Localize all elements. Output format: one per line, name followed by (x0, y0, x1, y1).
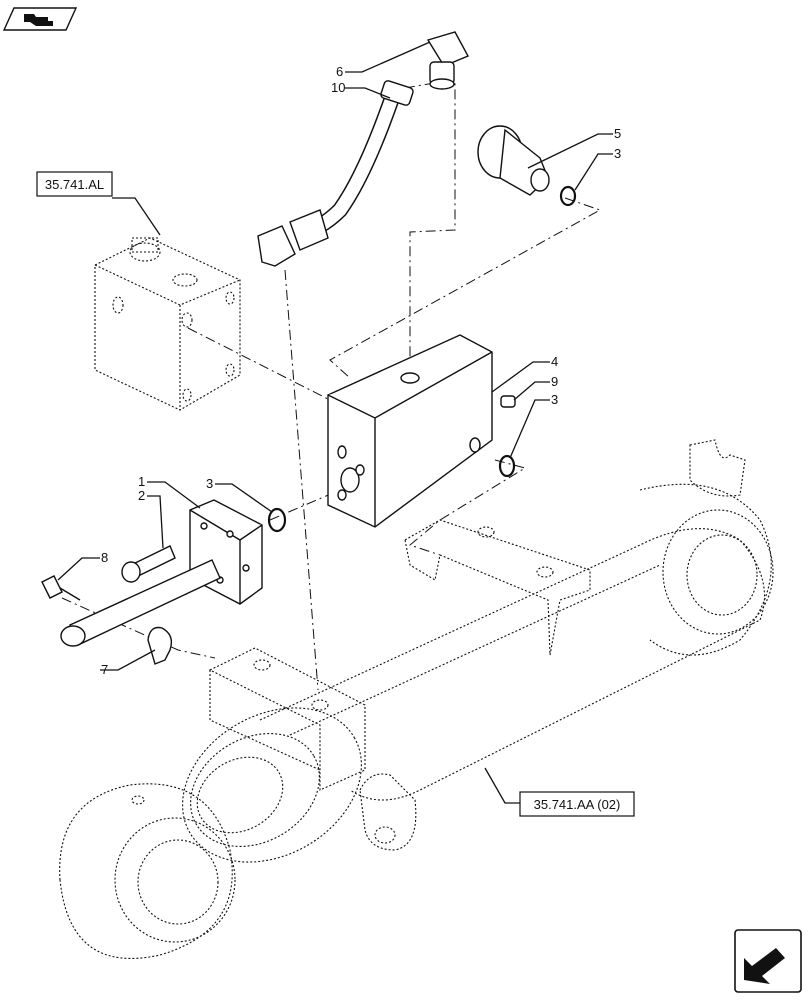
callout-7: 7 (101, 662, 108, 677)
book-arrow-icon[interactable] (2, 7, 78, 31)
callout-3-left: 3 (206, 476, 213, 491)
callout-5: 5 (614, 126, 621, 141)
callout-3-top: 3 (614, 146, 621, 161)
reference-label-al[interactable]: 35.741.AL (45, 177, 104, 192)
callout-8: 8 (101, 550, 108, 565)
callout-3-mid: 3 (551, 392, 558, 407)
callout-9: 9 (551, 374, 558, 389)
callout-2: 2 (138, 488, 145, 503)
hydraulic-cylinder (59, 439, 774, 959)
reference-box-aa[interactable]: 35.741.AA (02) (519, 791, 635, 817)
leader-lines (57, 41, 613, 804)
hose-10 (257, 80, 414, 267)
reference-label-aa[interactable]: 35.741.AA (02) (534, 797, 621, 812)
callout-labels: 6 10 5 3 4 9 3 1 2 3 8 7 (101, 64, 621, 677)
reference-box-al[interactable]: 35.741.AL (36, 171, 113, 197)
next-page-arrow-icon[interactable] (734, 929, 802, 993)
callout-4: 4 (551, 354, 558, 369)
valve-block-4 (327, 334, 493, 528)
callout-1: 1 (138, 474, 145, 489)
elbow-fitting-6 (426, 31, 469, 90)
callout-10: 10 (331, 80, 345, 95)
plug-9 (500, 395, 516, 408)
valve-block-al (94, 237, 241, 411)
plug-5 (477, 125, 550, 196)
o-rings-3 (267, 185, 577, 533)
callout-6: 6 (336, 64, 343, 79)
flange-assembly (41, 499, 263, 665)
